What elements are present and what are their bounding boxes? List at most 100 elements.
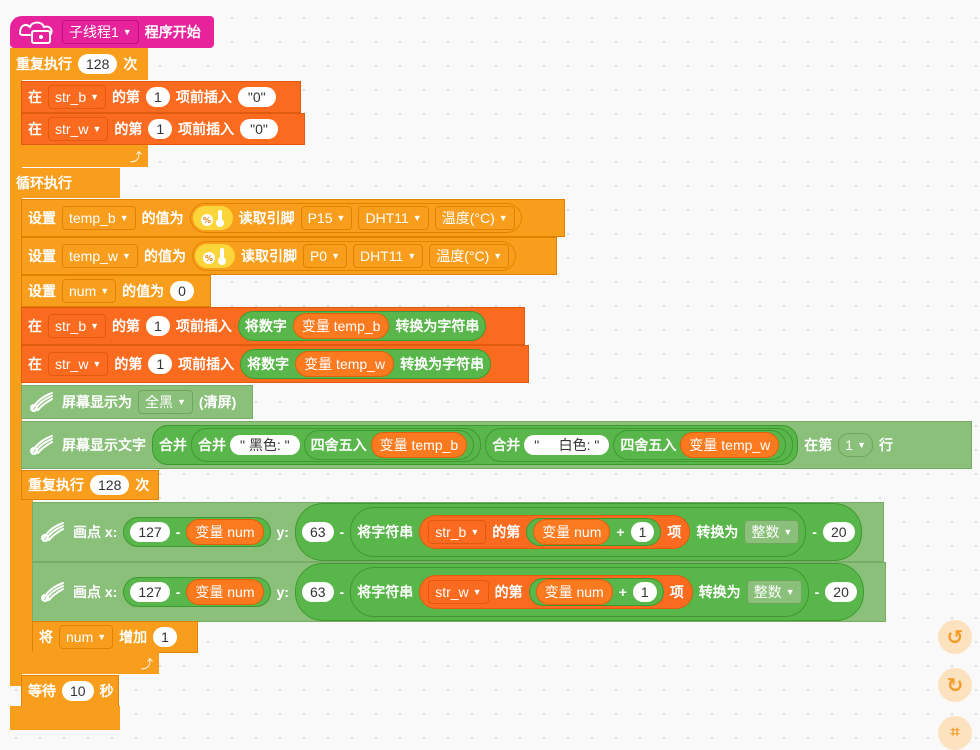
set-block-num[interactable]: 设置 num▼ 的值为 0: [21, 275, 211, 307]
join-label: 合并: [492, 437, 521, 453]
variable-reporter[interactable]: 变量 num: [533, 519, 611, 545]
variable-reporter[interactable]: 变量 temp_w: [295, 351, 395, 377]
fill-mode-dropdown[interactable]: 全黑▼: [138, 390, 193, 414]
add-block[interactable]: 变量 num + 1: [526, 518, 662, 546]
variable-reporter[interactable]: 变量 temp_b: [370, 432, 468, 458]
draw-point-block-str-w[interactable]: 画点 x: 127 - 变量 num y: 63 - 将字符串 str_w▼ 的…: [32, 562, 886, 622]
type-dropdown[interactable]: 整数▼: [744, 520, 800, 544]
text-input-black[interactable]: " 黑色: ": [230, 435, 300, 455]
sensor-dropdown[interactable]: DHT11▼: [358, 206, 429, 230]
measure-dropdown[interactable]: 温度(°C)▼: [429, 244, 510, 268]
repeat-count[interactable]: 128: [78, 54, 118, 74]
draw-point-block-str-b[interactable]: 画点 x: 127 - 变量 num y: 63 - 将字符串 str_b▼ 的…: [32, 502, 884, 562]
round-block[interactable]: 四舍五入 变量 temp_b: [303, 430, 475, 460]
plus-label: +: [618, 584, 627, 600]
change-variable-block[interactable]: 将 num▼ 增加 1: [32, 621, 198, 653]
inner-repeat-top[interactable]: 重复执行 128 次: [21, 470, 159, 500]
pin-dropdown[interactable]: P0▼: [302, 244, 347, 268]
clear-label: (清屏): [198, 394, 237, 410]
forever-left-bar: [10, 196, 22, 686]
type-dropdown[interactable]: 整数▼: [746, 580, 802, 604]
brush-icon: [39, 520, 67, 544]
list-dropdown[interactable]: str_w▼: [428, 580, 489, 604]
show-text-block[interactable]: 屏幕显示文字 合并 合并 " 黑色: " 四舍五入 变量 temp_b 合并 "…: [21, 421, 972, 469]
variable-dropdown[interactable]: temp_b▼: [62, 206, 136, 230]
add-block[interactable]: 变量 num + 1: [528, 578, 664, 606]
redo-icon[interactable]: ↻: [938, 668, 972, 702]
add-input[interactable]: 1: [630, 522, 655, 542]
variable-dropdown[interactable]: num▼: [59, 625, 114, 649]
list-item-block[interactable]: str_b▼ 的第 变量 num + 1 项: [419, 515, 691, 549]
wait-block[interactable]: 等待 10 秒: [21, 675, 119, 707]
value-input[interactable]: "0": [240, 119, 278, 139]
line-dropdown[interactable]: 1▼: [838, 433, 874, 457]
variable-reporter[interactable]: 变量 num: [186, 519, 264, 545]
value-input[interactable]: 0: [170, 281, 194, 301]
inner-repeat-bottom: [21, 652, 159, 674]
value-input[interactable]: "0": [237, 87, 276, 107]
string-to-number-block[interactable]: 将字符串 str_b▼ 的第 变量 num + 1 项 转换为 整数▼: [350, 507, 807, 557]
measure-dropdown[interactable]: 温度(°C)▼: [434, 206, 515, 230]
of-label: 的第: [492, 524, 521, 540]
subtract-input[interactable]: 20: [822, 522, 855, 542]
join-inner-block-2[interactable]: 合并 " 白色: " 四舍五入 变量 temp_w: [485, 428, 794, 462]
set-block-temp-w[interactable]: 设置 temp_w▼ 的值为 % 读取引脚 P0▼ DHT11▼ 温度(°C)▼: [21, 237, 557, 275]
join-outer-block[interactable]: 合并 合并 " 黑色: " 四舍五入 变量 temp_b 合并 " 白色: " …: [152, 425, 799, 465]
x-input[interactable]: 127: [130, 522, 170, 542]
insert-block-str-w[interactable]: 在 str_w▼ 的第 1 项前插入 "0": [21, 113, 305, 145]
round-block[interactable]: 四舍五入 变量 temp_w: [613, 430, 787, 460]
undo-icon[interactable]: ↺: [938, 620, 972, 654]
y-input[interactable]: 63: [301, 522, 334, 542]
y-input[interactable]: 63: [301, 582, 334, 602]
string-to-number-block[interactable]: 将字符串 str_w▼ 的第 变量 num + 1 项 转换为 整数▼: [350, 567, 809, 617]
list-dropdown[interactable]: str_b▼: [428, 520, 487, 544]
index-input[interactable]: 1: [146, 87, 170, 107]
index-input[interactable]: 1: [146, 316, 170, 336]
crop-icon[interactable]: ⌗: [938, 716, 972, 750]
repeat-block-top[interactable]: 重复执行 128 次: [10, 48, 148, 80]
variable-reporter[interactable]: 变量 temp_b: [292, 313, 390, 339]
brush-icon: [28, 433, 56, 457]
repeat-count[interactable]: 128: [90, 475, 130, 495]
add-input[interactable]: 1: [632, 582, 657, 602]
of-label: 的第: [112, 89, 141, 105]
thread-dropdown[interactable]: 子线程1▼: [62, 20, 139, 44]
show-text-label: 屏幕显示文字: [62, 437, 146, 453]
list-item-block[interactable]: str_w▼ 的第 变量 num + 1 项: [419, 575, 693, 609]
forever-block-top[interactable]: 循环执行: [10, 168, 120, 198]
variable-reporter[interactable]: 变量 num: [535, 579, 613, 605]
insert-block-str-b[interactable]: 在 str_b▼ 的第 1 项前插入 "0": [21, 81, 301, 113]
x-input[interactable]: 127: [130, 582, 170, 602]
variable-dropdown[interactable]: num▼: [62, 279, 117, 303]
pin-dropdown[interactable]: P15▼: [300, 206, 353, 230]
index-input[interactable]: 1: [148, 119, 173, 139]
subtract-x-block[interactable]: 127 - 变量 num: [123, 577, 271, 607]
list-dropdown[interactable]: str_w▼: [48, 117, 109, 141]
hat-block[interactable]: 子线程1▼ 程序开始: [10, 16, 214, 48]
variable-reporter[interactable]: 变量 num: [186, 579, 264, 605]
subtract-input[interactable]: 20: [825, 582, 857, 602]
list-dropdown[interactable]: str_b▼: [48, 314, 107, 338]
point-y-label: y:: [276, 524, 289, 540]
index-input[interactable]: 1: [148, 354, 173, 374]
repeat-label: 重复执行: [28, 477, 84, 493]
variable-reporter[interactable]: 变量 temp_w: [680, 432, 780, 458]
text-input-white[interactable]: " 白色: ": [524, 435, 610, 455]
sensor-dropdown[interactable]: DHT11▼: [353, 244, 424, 268]
number-to-string-block[interactable]: 将数字 变量 temp_w 转换为字符串: [240, 349, 492, 379]
point-x-label: 画点 x:: [73, 524, 118, 540]
subtract-y-block[interactable]: 63 - 将字符串 str_b▼ 的第 变量 num + 1 项 转换为 整数▼…: [294, 503, 862, 561]
set-block-temp-b[interactable]: 设置 temp_b▼ 的值为 % 读取引脚 P15▼ DHT11▼ 温度(°C)…: [21, 199, 565, 237]
number-to-string-block[interactable]: 将数字 变量 temp_b 转换为字符串: [237, 311, 487, 341]
subtract-x-block[interactable]: 127 - 变量 num: [123, 517, 271, 547]
list-dropdown[interactable]: str_w▼: [48, 352, 109, 376]
list-dropdown[interactable]: str_b▼: [48, 85, 107, 109]
insert-convert-block-str-w[interactable]: 在 str_w▼ 的第 1 项前插入 将数字 变量 temp_w 转换为字符串: [21, 345, 529, 383]
wait-input[interactable]: 10: [62, 681, 94, 701]
insert-convert-block-str-b[interactable]: 在 str_b▼ 的第 1 项前插入 将数字 变量 temp_b 转换为字符串: [21, 307, 525, 345]
increase-input[interactable]: 1: [153, 627, 177, 647]
subtract-y-block[interactable]: 63 - 将字符串 str_w▼ 的第 变量 num + 1 项 转换为 整数▼…: [294, 563, 864, 621]
variable-dropdown[interactable]: temp_w▼: [62, 244, 138, 268]
join-inner-block-1[interactable]: 合并 " 黑色: " 四舍五入 变量 temp_b: [191, 428, 482, 462]
screen-fill-block[interactable]: 屏幕显示为 全黑▼ (清屏): [21, 385, 253, 419]
